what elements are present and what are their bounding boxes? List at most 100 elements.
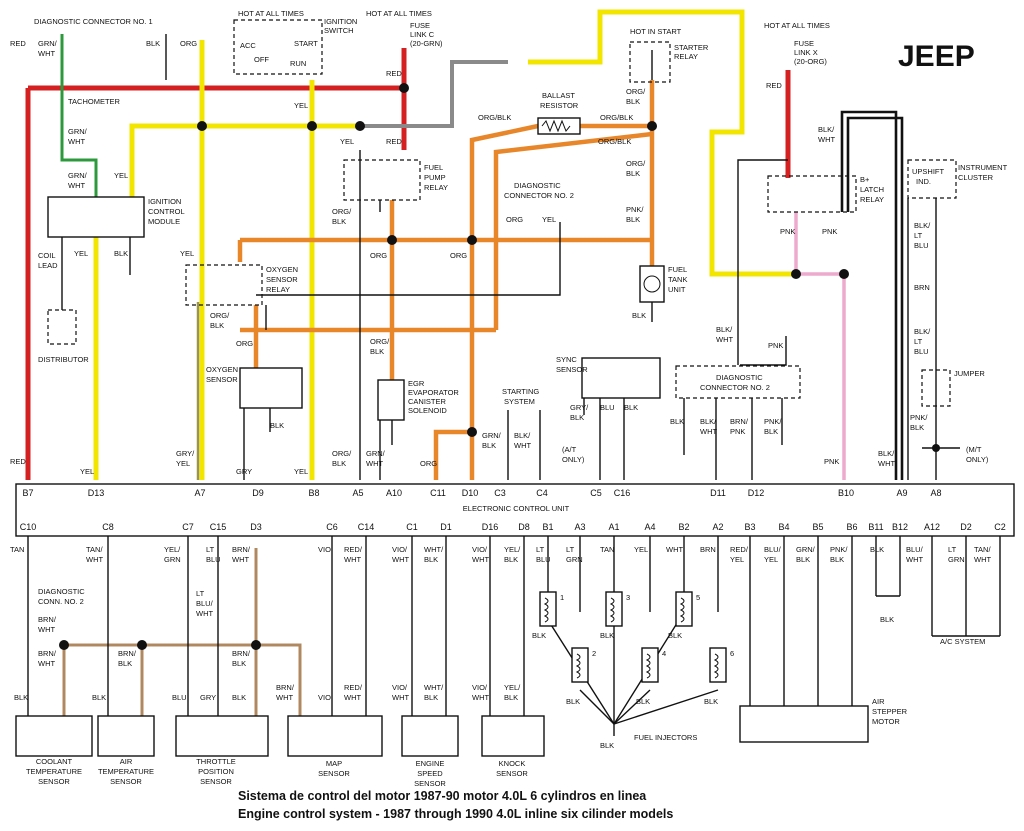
wire-label: ORG/BLK [478, 113, 511, 122]
injector-number: 3 [626, 593, 630, 602]
sensor-label: TEMPERATURE [98, 767, 154, 776]
ecu-pin-label: C6 [326, 522, 338, 532]
egr-label: EVAPORATOR [408, 388, 459, 397]
wire-label: BLK [764, 427, 778, 436]
tachometer-label: TACHOMETER [68, 97, 121, 106]
wire-label: BLU/ [196, 599, 214, 608]
sensor-label: AIR [120, 757, 133, 766]
wire-label: RED/ [344, 683, 363, 692]
ecu-pin-label: A3 [574, 522, 585, 532]
wire-label: BLK [668, 631, 682, 640]
starting-system-label: STARTING [502, 387, 539, 396]
wire-label: BLK/ [914, 221, 931, 230]
ecu-pin-label: C16 [614, 488, 631, 498]
o2-sensor-label: SENSOR [206, 375, 238, 384]
b-plus-relay-label: LATCH [860, 185, 884, 194]
ecu-pin-label: C7 [182, 522, 194, 532]
at-only-label: (A/T [562, 445, 577, 454]
wire-label: WHT [232, 555, 249, 564]
sensor-label: SENSOR [318, 769, 350, 778]
wire-label: WHT/ [424, 545, 444, 554]
wire-label: BLK [830, 555, 844, 564]
wire-label: BLK [910, 423, 924, 432]
ecu-pin-label: C4 [536, 488, 548, 498]
wire-label: GRY/ [570, 403, 589, 412]
wire-label: VIO/ [392, 545, 408, 554]
ecu-pin-label: A2 [712, 522, 723, 532]
wire-label: WHT [38, 49, 55, 58]
wire-label: ORG [506, 215, 523, 224]
off-label: OFF [254, 55, 269, 64]
wire-label: WHT/ [424, 683, 444, 692]
acc-label: ACC [240, 41, 256, 50]
ecu-pin-label: B4 [778, 522, 789, 532]
wire-label: BLU [536, 555, 551, 564]
ballast-resistor [537, 117, 581, 135]
wire-label: WHT [906, 555, 923, 564]
wire-label: WHT [344, 693, 361, 702]
wire-label: BLK [424, 693, 438, 702]
wire-label: BLK [870, 545, 884, 554]
b-plus-latch-relay-box [767, 175, 857, 213]
wire-label: ORG/ [210, 311, 230, 320]
sensor-label: KNOCK [499, 759, 526, 768]
sensor-label: SENSOR [110, 777, 142, 786]
fuel-injectors [539, 591, 727, 683]
wire-label: PNK [822, 227, 837, 236]
ecu-pin-label: D11 [710, 488, 726, 498]
hot-at-all-times-label: HOT AT ALL TIMES [366, 9, 432, 18]
upshift-label: IND. [916, 177, 931, 186]
wire-label: BRN/ [38, 615, 57, 624]
wire-label: YEL [340, 137, 354, 146]
wire-label: GRN/ [366, 449, 386, 458]
wire-label: PNK/ [626, 205, 644, 214]
wire-green [60, 34, 98, 197]
wire-label: ORG/ [626, 159, 646, 168]
diag-connector-2-right-label: CONNECTOR NO. 2 [700, 383, 770, 392]
fuse-label: FUSE [410, 21, 430, 30]
wire-label: GRN/ [68, 171, 88, 180]
wire-label: LT [206, 545, 215, 554]
wire-label: WHT [392, 693, 409, 702]
wire-label: YEL [294, 467, 308, 476]
wire-label: BRN/ [232, 545, 251, 554]
wire-label: GRN/ [38, 39, 58, 48]
diag-conn-2-label: DIAGNOSTIC [38, 587, 85, 596]
wire-label: ORG [450, 251, 467, 260]
fuel-injectors-label: FUEL INJECTORS [634, 733, 697, 742]
wire-label: TAN/ [86, 545, 103, 554]
ecu-pin-label: D9 [252, 488, 264, 498]
ecu-pin-label: A8 [930, 488, 941, 498]
b-plus-relay-label: RELAY [860, 195, 884, 204]
ecu-pin-label: D2 [960, 522, 972, 532]
wire-label: WHT [666, 545, 683, 554]
wire-label: BLU [914, 347, 929, 356]
wire-label: WHT [472, 555, 489, 564]
wire-label: BLK [114, 249, 128, 258]
wire-label: YEL [80, 467, 94, 476]
wire-label: BLK [504, 693, 518, 702]
ignition-switch-label: IGNITION [324, 17, 357, 26]
wire-label: RED [386, 137, 402, 146]
wire-label: BLK [210, 321, 224, 330]
ecu-pin-label: C1 [406, 522, 418, 532]
wire-label: BLK/ [914, 327, 931, 336]
ecu-pin-label: A1 [608, 522, 619, 532]
wire-orange [237, 80, 655, 480]
fuel-pump-relay-label: PUMP [424, 173, 446, 182]
fuel-tank-label: TANK [668, 275, 687, 284]
wire-label: TAN [600, 545, 614, 554]
wire-segment [579, 689, 615, 725]
wire-label: ORG/ [370, 337, 390, 346]
wire-label: BLK [146, 39, 160, 48]
wire-label: YEL [634, 545, 648, 554]
caption-spanish: Sistema de control del motor 1987-90 mot… [238, 789, 647, 803]
wire-label: RED [386, 69, 402, 78]
diag-connector-2-label: CONNECTOR NO. 2 [504, 191, 574, 200]
sensor-label: POSITION [198, 767, 234, 776]
wire-label: GRY [236, 467, 252, 476]
wire-label: BRN/ [730, 417, 749, 426]
fuse-label: FUSE [794, 39, 814, 48]
wire-label: RED/ [730, 545, 749, 554]
